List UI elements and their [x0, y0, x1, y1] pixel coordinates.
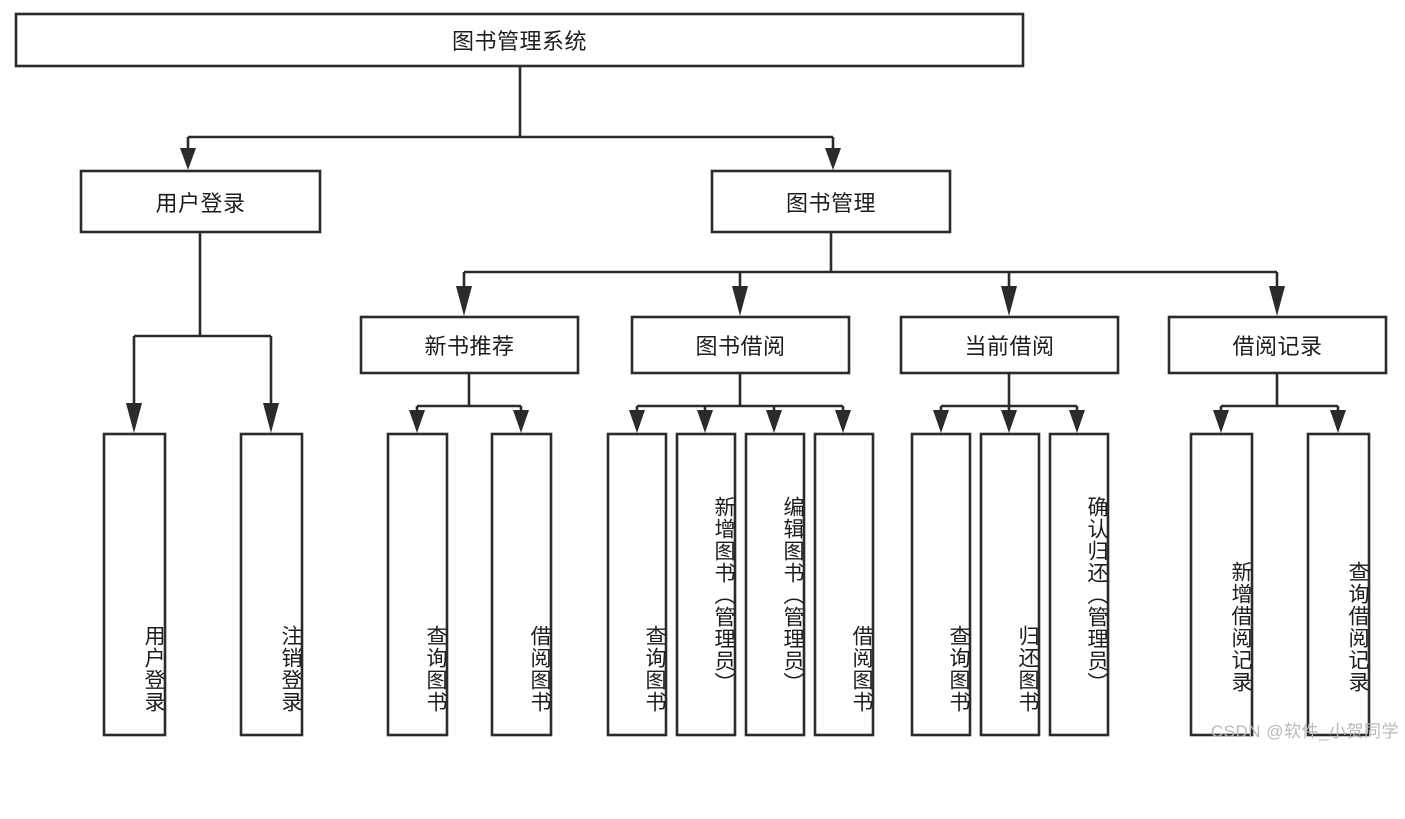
edge-current-borrow-children: [933, 373, 1085, 433]
edge-book-manage-children: [456, 232, 1285, 316]
hierarchy-diagram: 图书管理系统 用户登录 图书管理 新书推荐 图书借阅 当前借阅 借阅记录 用户登…: [14, 12, 1398, 741]
node-leaf-logout-login[interactable]: [239, 432, 304, 737]
node-leaf-borrow-book-1[interactable]: [490, 432, 553, 737]
node-current-borrow[interactable]: [899, 315, 1120, 375]
node-user-login[interactable]: [79, 169, 322, 234]
node-leaf-borrow-book-2[interactable]: [813, 432, 875, 737]
diagram-canvas: [14, 12, 1388, 737]
node-leaf-return-book[interactable]: [979, 432, 1041, 737]
edge-borrow-record-children: [1213, 373, 1346, 433]
edge-root-to-bus: [180, 66, 841, 170]
edge-user-login-children: [126, 232, 279, 433]
node-leaf-user-login[interactable]: [102, 432, 167, 737]
node-borrow-record[interactable]: [1167, 315, 1388, 375]
node-book-borrow[interactable]: [630, 315, 851, 375]
node-leaf-query-book-1[interactable]: [386, 432, 449, 737]
node-book-manage[interactable]: [710, 169, 952, 234]
node-leaf-query-record[interactable]: [1306, 432, 1371, 737]
node-leaf-add-record[interactable]: [1189, 432, 1254, 737]
edge-new-book-recommend-children: [409, 373, 529, 433]
edge-book-borrow-children: [629, 373, 851, 433]
node-leaf-add-book[interactable]: [675, 432, 737, 737]
node-new-book-recommend[interactable]: [359, 315, 580, 375]
node-leaf-query-book-3[interactable]: [910, 432, 972, 737]
node-leaf-query-book-2[interactable]: [606, 432, 668, 737]
node-leaf-edit-book[interactable]: [744, 432, 806, 737]
node-root[interactable]: [14, 12, 1025, 68]
node-leaf-confirm-return[interactable]: [1048, 432, 1110, 737]
